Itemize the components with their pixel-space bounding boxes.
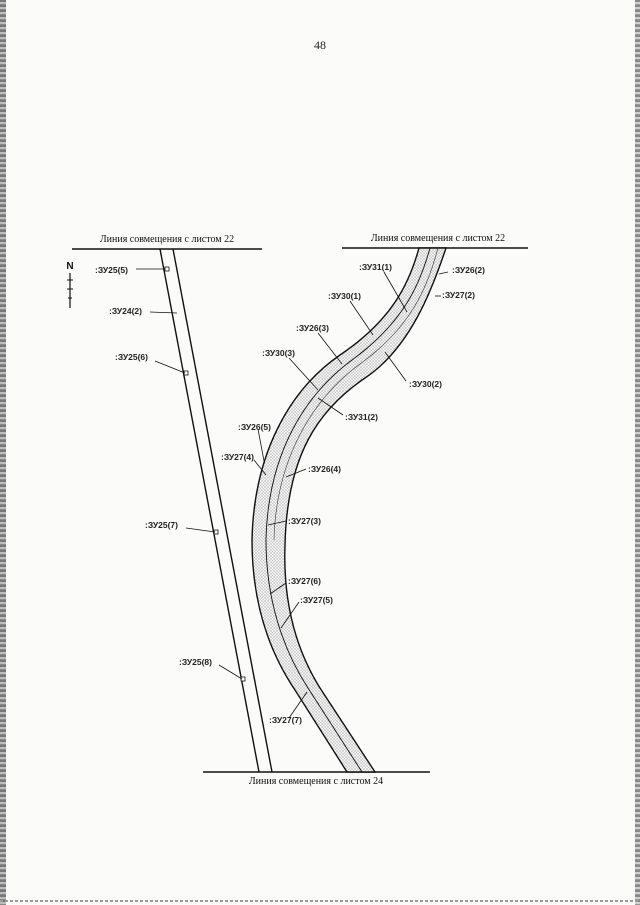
parcel-label-zu26-4: :ЗУ26(4) <box>308 464 341 474</box>
north-arrow-icon: N <box>66 261 74 308</box>
parcel-label-zu26-2: :ЗУ26(2) <box>452 265 485 275</box>
parcel-labels: :ЗУ25(5) :ЗУ24(2) :ЗУ25(6) :ЗУ25(7) :ЗУ2… <box>95 262 485 725</box>
parcel-label-zu25-7: :ЗУ25(7) <box>145 520 178 530</box>
parcel-label-zu31-1: :ЗУ31(1) <box>359 262 392 272</box>
parcel-label-zu30-3: :ЗУ30(3) <box>262 348 295 358</box>
parcel-label-zu25-6: :ЗУ25(6) <box>115 352 148 362</box>
parcel-label-zu31-2: :ЗУ31(2) <box>345 412 378 422</box>
parcel-label-zu27-5: :ЗУ27(5) <box>300 595 333 605</box>
parcel-label-zu30-1: :ЗУ30(1) <box>328 291 361 301</box>
parcel-label-zu24-2: :ЗУ24(2) <box>109 306 142 316</box>
parcel-label-zu30-2: :ЗУ30(2) <box>409 379 442 389</box>
match-caption-top-left: Линия совмещения с листом 22 <box>100 234 234 245</box>
curved-strip <box>251 247 447 773</box>
parcel-label-zu26-5: :ЗУ26(5) <box>238 422 271 432</box>
parcel-label-zu27-7: :ЗУ27(7) <box>269 715 302 725</box>
parcel-label-zu26-3: :ЗУ26(3) <box>296 323 329 333</box>
parcel-label-zu25-5: :ЗУ25(5) <box>95 265 128 275</box>
parcel-label-zu27-3: :ЗУ27(3) <box>288 516 321 526</box>
page-number: 48 <box>314 38 326 52</box>
north-letter: N <box>66 261 73 272</box>
scan-edge-left <box>0 0 6 905</box>
parcel-label-zu27-6: :ЗУ27(6) <box>288 576 321 586</box>
scan-edge-right <box>635 0 640 905</box>
parcel-label-zu25-8: :ЗУ25(8) <box>179 657 212 667</box>
leader-lines <box>136 268 449 719</box>
parcel-label-zu27-2: :ЗУ27(2) <box>442 290 475 300</box>
parcel-label-zu27-4: :ЗУ27(4) <box>221 452 254 462</box>
match-caption-top-right: Линия совмещения с листом 22 <box>371 233 505 244</box>
scan-edge-bottom <box>0 900 640 902</box>
match-caption-bottom: Линия совмещения с листом 24 <box>249 776 383 787</box>
